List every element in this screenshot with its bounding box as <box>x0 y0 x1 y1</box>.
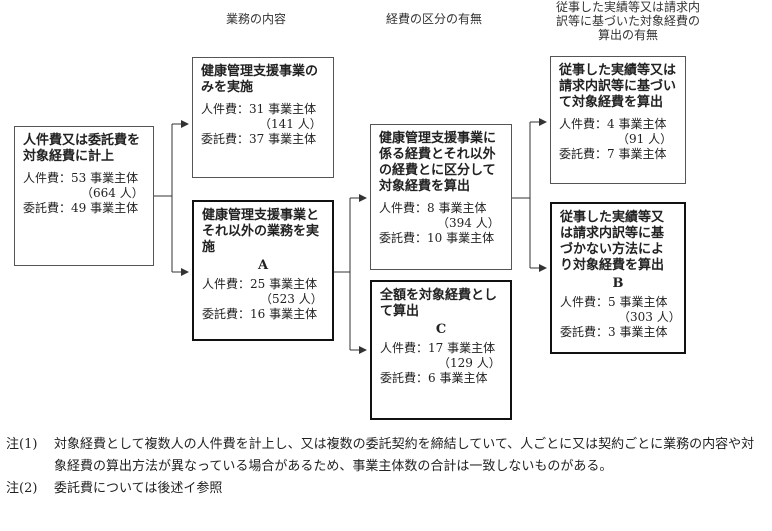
box-based-on-actual-outsourcing: 委託費：7 事業主体 <box>559 147 667 161</box>
box-not-based-outsourcing: 委託費：3 事業主体 <box>560 325 668 339</box>
box-health-and-other-personnel: 人件費：25 事業主体 <box>202 277 318 291</box>
footnote-2-text: 委託費については後述イ参照 <box>54 481 223 496</box>
footnote-1-text: 対象経費として複数人の人件費を計上し、又は複数の委託契約を締結していて、人ごとに… <box>54 437 755 474</box>
header-business-content: 業務の内容 <box>226 12 287 26</box>
box-health-and-other: 健康管理支援事業とそれ以外の業務を実施 A 人件費：25 事業主体 （523 人… <box>192 200 334 341</box>
footnote-2-label: 注(2) <box>6 481 38 496</box>
footnote-2: 注(2) 委託費については後述イ参照 <box>6 478 766 500</box>
footnote-1: 注(1) 対象経費として複数人の人件費を計上し、又は複数の委託契約を締結していて… <box>6 434 766 478</box>
box-full-amount-personnel-people: （129 人） <box>438 356 501 370</box>
box-full-amount-outsourcing: 委託費：6 事業主体 <box>380 371 488 385</box>
box-separated-title: 健康管理支援事業に係る経費とそれ以外の経費とに区分して対象経費を算出 <box>379 131 497 194</box>
box-not-based-personnel: 人件費：5 事業主体 <box>560 295 668 309</box>
box-health-only-personnel: 人件費：31 事業主体 <box>201 102 317 116</box>
box-health-only-title: 健康管理支援事業のみを実施 <box>201 64 319 95</box>
box-full-amount-letter: C <box>435 322 447 337</box>
box-based-on-actual-personnel-people: （91 人） <box>617 132 673 146</box>
box-full-amount-personnel: 人件費：17 事業主体 <box>380 341 496 355</box>
box-not-based-personnel-people: （303 人） <box>618 310 681 324</box>
footnote-1-label: 注(1) <box>6 437 38 452</box>
box-start-outsourcing: 委託費：49 事業主体 <box>23 201 139 215</box>
box-start-personnel: 人件費：53 事業主体 <box>23 171 139 185</box>
box-health-and-other-letter: A <box>257 258 269 273</box>
box-based-on-actual-personnel: 人件費：4 事業主体 <box>559 117 667 131</box>
box-not-based-title: 従事した実績等又は請求内訳等に基づかない方法により対象経費を算出 <box>560 210 665 273</box>
box-health-only-personnel-people: （141 人） <box>259 117 322 131</box>
header-calculation-basis: 従事した実績等又は請求内訳等に基づいた対象経費の算出の有無 <box>555 0 700 42</box>
box-full-amount-title: 全額を対象経費として算出 <box>380 288 498 319</box>
box-health-and-other-title: 健康管理支援事業とそれ以外の業務を実施 <box>202 208 320 255</box>
box-not-based: 従事した実績等又は請求内訳等に基づかない方法により対象経費を算出 B 人件費：5… <box>550 202 686 354</box>
box-separated-personnel: 人件費：8 事業主体 <box>379 201 487 215</box>
box-based-on-actual-title: 従事した実績等又は請求内訳等に基づいて対象経費を算出 <box>559 63 677 110</box>
box-full-amount: 全額を対象経費として算出 C 人件費：17 事業主体 （129 人） 委託費：6… <box>370 280 512 420</box>
box-based-on-actual: 従事した実績等又は請求内訳等に基づいて対象経費を算出 人件費：4 事業主体 （9… <box>550 56 686 184</box>
box-separated: 健康管理支援事業に係る経費とそれ以外の経費とに区分して対象経費を算出 人件費：8… <box>370 124 512 270</box>
box-start: 人件費又は委託費を対象経費に計上 人件費：53 事業主体 （664 人） 委託費… <box>14 126 154 266</box>
box-start-title: 人件費又は委託費を対象経費に計上 <box>23 133 141 164</box>
box-health-and-other-personnel-people: （523 人） <box>260 292 323 306</box>
box-health-and-other-outsourcing: 委託費：16 事業主体 <box>202 307 318 321</box>
box-start-personnel-people: （664 人） <box>81 186 144 200</box>
box-health-only: 健康管理支援事業のみを実施 人件費：31 事業主体 （141 人） 委託費：37… <box>192 57 334 178</box>
header-cost-division: 経費の区分の有無 <box>386 12 483 26</box>
box-separated-personnel-people: （394 人） <box>437 216 500 230</box>
box-separated-outsourcing: 委託費：10 事業主体 <box>379 231 495 245</box>
box-health-only-outsourcing: 委託費：37 事業主体 <box>201 132 317 146</box>
box-not-based-letter: B <box>612 276 624 291</box>
footnotes: 注(1) 対象経費として複数人の人件費を計上し、又は複数の委託契約を締結していて… <box>6 434 766 500</box>
